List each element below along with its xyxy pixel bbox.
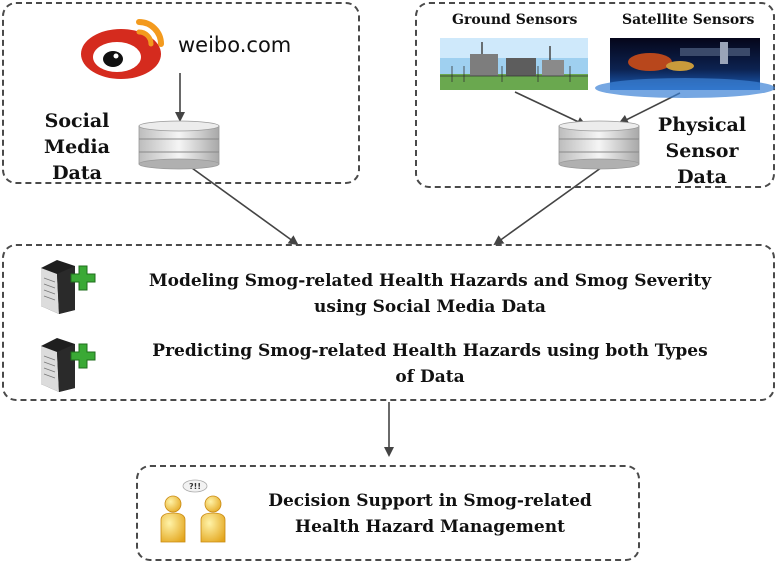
social-database-icon — [138, 120, 220, 170]
arrow-satellite-to-db — [618, 92, 681, 124]
satellite-sensor-photo — [595, 38, 775, 98]
prediction-line1: Predicting Smog-related Health Hazards u… — [152, 341, 708, 361]
arrow-social-to-modeling — [184, 162, 299, 246]
weibo-logo-icon — [81, 19, 164, 79]
ground-sensors-label: Ground Sensors — [452, 12, 578, 28]
social-label-line1: Social — [44, 110, 110, 132]
sensor-database-icon — [558, 120, 640, 170]
modeling-box — [2, 244, 775, 401]
satellite-sensors-label: Satellite Sensors — [622, 12, 755, 28]
decision-support-text: Decision Support in Smog-related Health … — [240, 488, 620, 540]
people-discussion-icon: ?!! — [160, 479, 226, 543]
modeling-task-text: Modeling Smog-related Health Hazards and… — [120, 268, 740, 320]
arrow-ground-to-db — [514, 91, 587, 127]
physical-sensor-box — [415, 2, 775, 188]
decision-line2: Health Hazard Management — [295, 517, 565, 537]
weibo-site-label: weibo.com — [178, 33, 292, 57]
arrow-sensor-to-modeling — [493, 164, 606, 246]
predict-plus-icon — [41, 338, 96, 392]
decision-line1: Decision Support in Smog-related — [268, 491, 592, 511]
prediction-task-text: Predicting Smog-related Health Hazards u… — [120, 338, 740, 390]
prediction-line2: of Data — [395, 367, 465, 387]
bubble-text: ?!! — [189, 482, 201, 491]
social-media-box — [2, 2, 360, 184]
sensor-label-line2: Sensor Data — [665, 140, 739, 188]
decision-support-box — [136, 465, 640, 561]
model-plus-icon — [41, 260, 96, 314]
modeling-line1: Modeling Smog-related Health Hazards and… — [148, 271, 712, 291]
social-label-line2: Media Data — [44, 136, 110, 184]
ground-sensor-photo — [440, 38, 588, 90]
physical-sensor-data-label: Physical Sensor Data — [642, 112, 762, 190]
modeling-line2: using Social Media Data — [314, 297, 546, 317]
social-media-data-label: Social Media Data — [22, 108, 132, 186]
sensor-label-line1: Physical — [657, 114, 747, 136]
